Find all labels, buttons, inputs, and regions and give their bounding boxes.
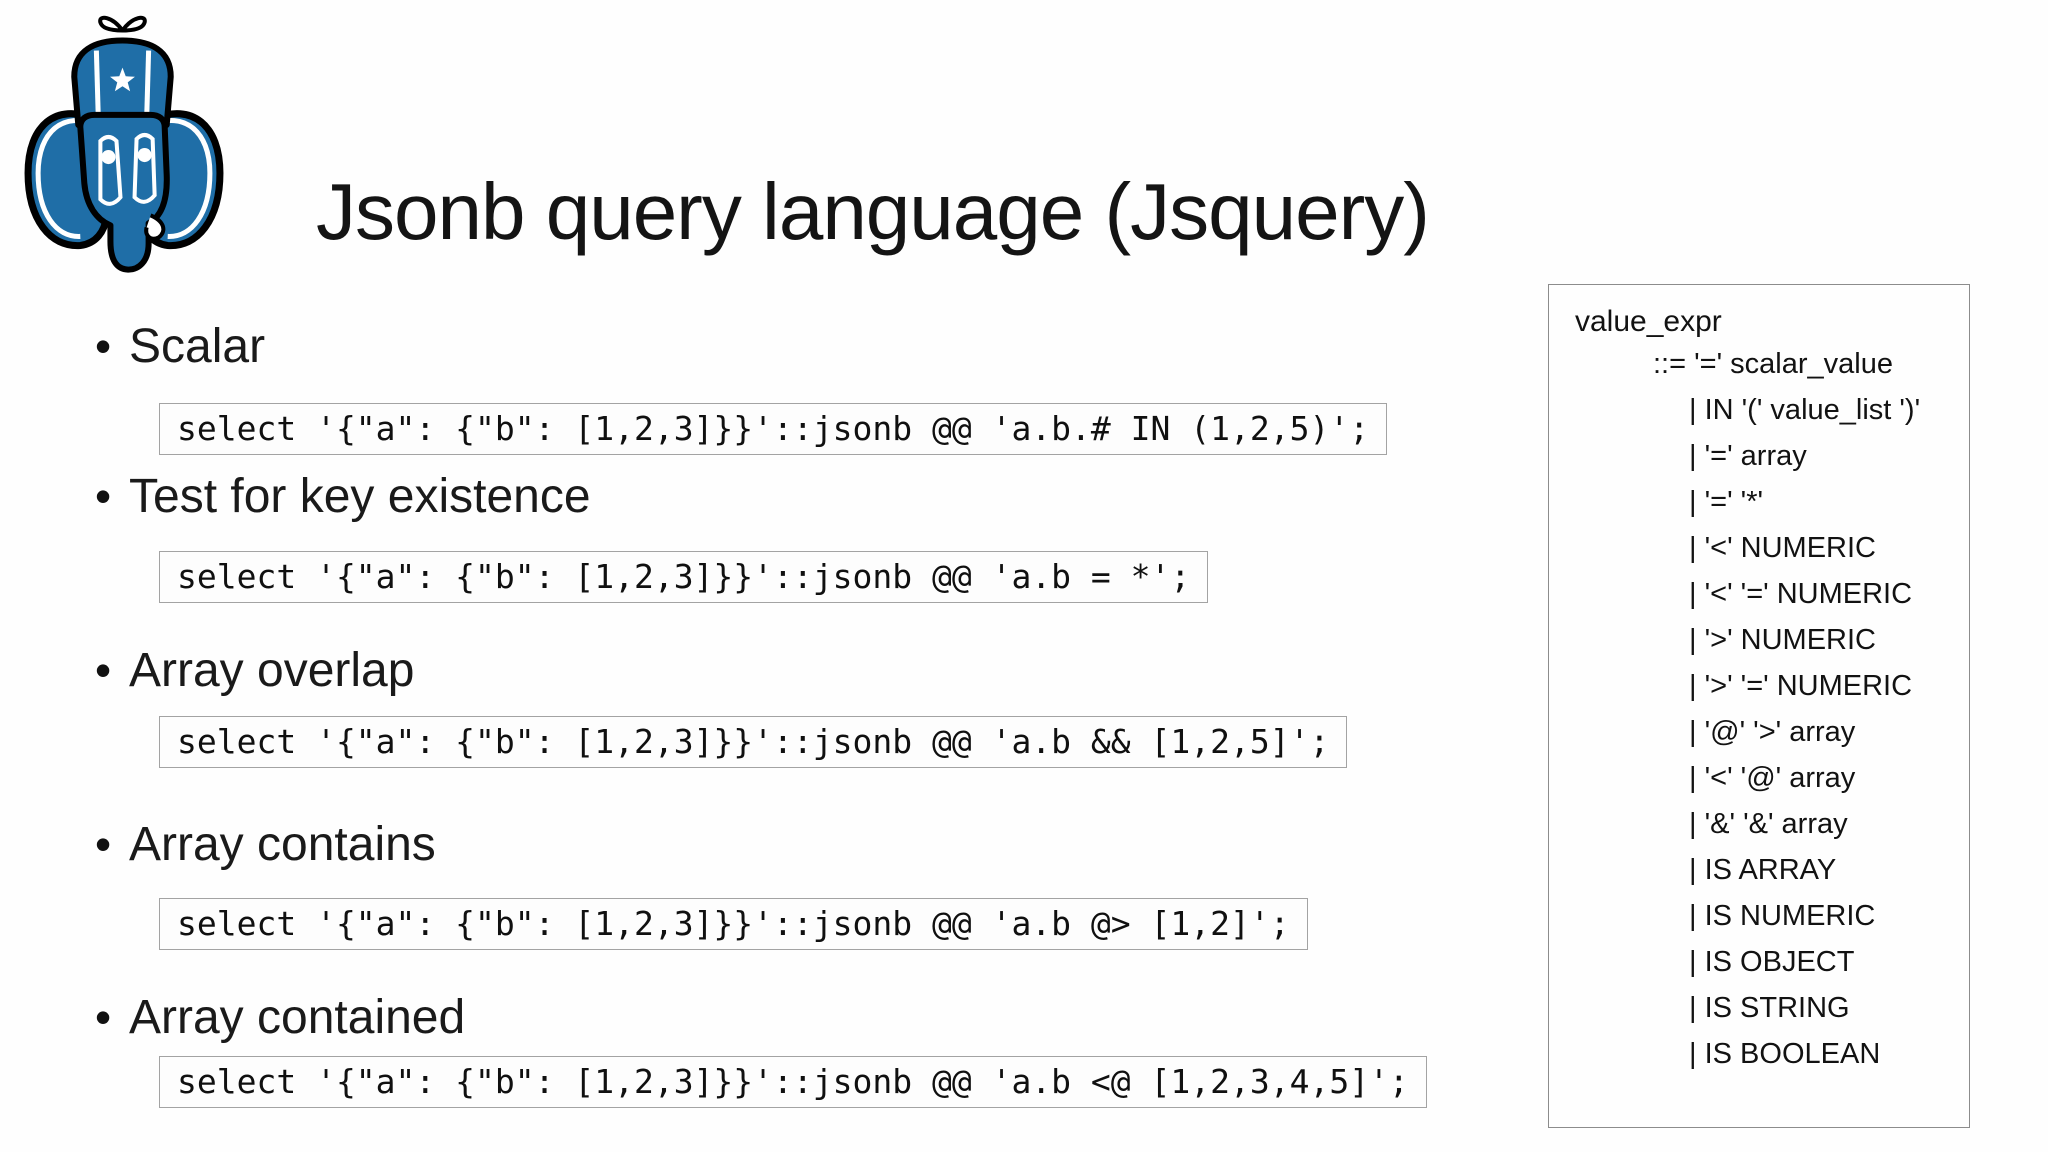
logo-left-eye [101,150,116,165]
section-heading-key-existence: • Test for key existence [95,464,591,528]
section-heading-array-contained: • Array contained [95,985,465,1049]
bullet-icon: • [95,320,112,372]
logo-left-ear-line [35,118,98,239]
grammar-rule-line: | IS NUMERIC [1689,900,1876,932]
bullet-icon: • [95,991,112,1043]
grammar-rule-line: | '=' '*' [1689,486,1764,518]
logo-right-eye-outline [132,132,157,204]
grammar-panel-title: value_expr [1575,305,1722,338]
section-heading-scalar: • Scalar [95,314,265,378]
logo-bow [98,15,147,33]
page-title: Jsonb query language (Jsquery) [316,166,1430,256]
bullet-icon: • [95,818,112,870]
grammar-rule-line: | IN '(' value_list ')' [1689,394,1921,426]
grammar-rule-line: | '<' '=' NUMERIC [1689,578,1913,610]
grammar-rule-line: | IS ARRAY [1689,854,1837,886]
grammar-rule-line: | '&' '&' array [1689,808,1848,840]
elephant-logo-svg [24,15,224,273]
section-heading-label: Array contained [129,990,466,1044]
grammar-rule-line: | '=' array [1689,440,1807,472]
logo-right-eye [137,148,152,163]
grammar-rule-line: ::= '=' scalar_value [1653,348,1893,380]
postgresql-elephant-logo [16,6,232,276]
grammar-rule-line: | '>' '=' NUMERIC [1689,670,1913,702]
bullet-icon: • [95,644,112,696]
bullet-icon: • [95,470,112,522]
section-heading-label: Test for key existence [129,469,591,523]
logo-hat-flap-line-left [93,50,101,121]
value-expr-grammar-panel: value_expr ::= '=' scalar_value | IN '('… [1548,284,1970,1128]
code-snippet-array-contained: select '{"a": {"b": [1,2,3]}}'::jsonb @@… [159,1056,1427,1108]
grammar-rule-line: | '<' '@' array [1689,762,1856,794]
grammar-rule-line: | '@' '>' array [1689,716,1856,748]
logo-tusk [144,213,166,241]
logo-hat-flap-line-right [144,50,152,121]
logo-left-eye-outline [98,134,123,206]
code-snippet-key-existence: select '{"a": {"b": [1,2,3]}}'::jsonb @@… [159,551,1209,603]
grammar-rule-line: | IS STRING [1689,992,1850,1024]
logo-star-icon [110,67,135,92]
code-snippet-array-contains: select '{"a": {"b": [1,2,3]}}'::jsonb @@… [159,898,1308,950]
section-heading-label: Scalar [129,319,266,373]
grammar-rule-line: | IS OBJECT [1689,946,1855,978]
section-heading-array-overlap: • Array overlap [95,638,414,702]
grammar-rule-line: | IS BOOLEAN [1689,1038,1881,1070]
section-heading-label: Array contains [129,817,436,871]
code-snippet-array-overlap: select '{"a": {"b": [1,2,3]}}'::jsonb @@… [159,716,1348,768]
section-heading-label: Array overlap [129,643,415,697]
code-snippet-scalar: select '{"a": {"b": [1,2,3]}}'::jsonb @@… [159,403,1388,455]
grammar-rule-line: | '<' NUMERIC [1689,532,1876,564]
grammar-rule-line: | '>' NUMERIC [1689,624,1876,656]
section-heading-array-contains: • Array contains [95,812,436,876]
